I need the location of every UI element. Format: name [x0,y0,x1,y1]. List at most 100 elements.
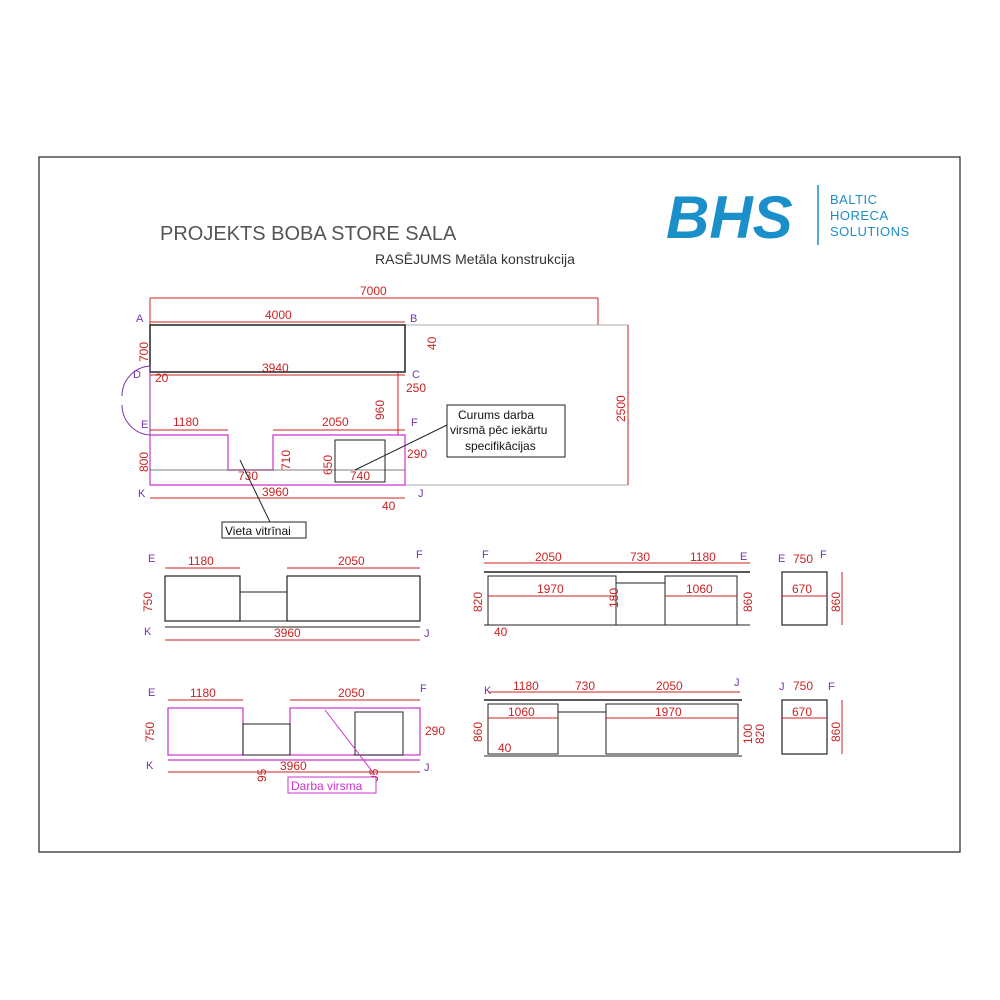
el5-dim-seg2: 730 [575,679,595,693]
el5-frame-left [487,703,559,755]
point-k: K [138,488,146,500]
note-cutout-leader [354,424,448,471]
dim-cut-depth: 290 [407,447,427,461]
el5-dim-inner1: 1060 [508,705,535,719]
el5-dim-seg3: 2050 [656,679,683,693]
dim-left-seg: 1180 [173,415,199,429]
dim-rail: 40 [425,336,439,350]
point-c: C [412,369,420,381]
el6-point-tr: F [828,681,835,693]
el5-dim-foot: 40 [498,741,512,755]
logo-line-2: HORECA [830,208,889,223]
el5-point-tl: K [484,685,492,697]
dim-lower-left: 800 [137,452,151,472]
page-title: PROJEKTS BOBA STORE SALA [160,223,457,245]
elevation-3: E 750 F 670 860 [778,549,843,626]
elevation-2: F E 2050 730 1180 1970 1060 180 820 860 … [471,549,755,639]
el1-dim-right: 2050 [338,554,365,568]
el4-dim-cut-depth: 290 [425,724,445,738]
door-swing-top [121,365,151,397]
point-f-plan: F [411,417,418,429]
el2-dim-foot: 40 [494,625,508,639]
dim-bottom: 3960 [262,485,289,499]
dim-door-gap: 20 [155,371,169,385]
point-e: E [141,419,148,431]
el1-mid [239,591,288,622]
el2-point-tl: F [482,549,489,561]
el1-point-tr: F [416,549,423,561]
el4-point-br: J [424,762,430,774]
el2-dim-inner1: 1970 [537,582,564,596]
el4-mid [242,723,291,756]
dim-bottom-rail: 40 [382,499,396,513]
el1-point-br: J [424,628,430,640]
el6-body [781,699,828,755]
dim-depth-right: 2500 [614,395,628,422]
plan-lower-counter [149,434,406,486]
elevation-4: E F 1180 2050 290 750 K 3960 J 95 95 Dar… [143,683,445,794]
plan-cutout [334,439,386,483]
el4-point-bl: K [146,760,154,772]
el2-point-tr: E [740,551,747,563]
el5-dim-inner2: 1970 [655,705,682,719]
el4-note-box [287,776,377,794]
sheet-border [38,156,961,853]
point-b: B [410,313,417,325]
el2-dim-height-r: 860 [741,592,755,612]
el1-dim-height: 750 [141,592,155,612]
el4-dim-left: 1180 [190,686,216,700]
el1-dim-bottom: 3960 [274,626,301,640]
elevation-5: K J 1180 730 2050 1060 1970 860 100 820 … [471,677,767,757]
el4-cutout [354,711,404,756]
el4-dim-height: 750 [143,722,157,742]
note-showcase: Vieta vitrīnai [225,524,291,538]
dim-height-c: 960 [373,400,387,420]
el2-dim-seg1: 2050 [535,550,562,564]
el3-point-tr: F [820,549,827,561]
el4-point-tr: F [420,683,427,695]
dim-inner: 3940 [262,361,289,375]
el4-dim-small1: 95 [255,768,269,782]
point-j: J [418,488,424,500]
dim-depth-left: 700 [137,342,151,362]
el5-dim-seg1: 1180 [513,679,539,693]
note-cutout-line-1: Curums darba [458,408,534,422]
note-showcase-box [221,521,307,539]
el3-point-tl: E [778,553,785,565]
note-cutout-line-2: virsmā pēc iekārtu [450,423,547,437]
el4-body-left [167,707,244,756]
note-showcase-leader [239,459,271,523]
el2-dim-seg3: 1180 [690,550,716,564]
el6-dim-inner: 670 [792,705,812,719]
bhs-logo: BHS BALTIC HORECA SOLUTIONS [666,184,910,251]
note-cutout-box [446,404,566,458]
el3-dim-height: 860 [829,592,843,612]
dim-right-seg: 2050 [322,415,349,429]
el1-body-left [164,575,241,622]
dim-cut-w: 740 [350,469,370,483]
el4-note-worktop: Darba virsma [291,779,363,793]
dim-gap-right: 250 [406,381,426,395]
el2-dim-seg2: 730 [630,550,650,564]
door-swing-bottom [121,404,151,436]
logo-mark: BHS [666,184,793,251]
note-cutout-line-3: specifikācijas [465,439,536,453]
plan-view: 7000 4000 A B 700 40 3940 D 20 C 250 960… [121,284,629,539]
elevation-6: J 750 F 670 860 [779,679,843,755]
el4-diag [324,709,376,776]
el1-point-tl: E [148,553,155,565]
el3-body [781,571,828,626]
el6-dim-height: 860 [829,722,843,742]
page-subtitle: RASĒJUMS Metāla konstrukcija [375,251,575,267]
el4-dim-bottom: 3960 [280,759,307,773]
el5-point-tr: J [734,677,740,689]
el2-dim-height-l: 820 [471,592,485,612]
el5-dim-height-l: 860 [471,722,485,742]
point-d: D [133,369,141,381]
el2-dim-inner2: 1060 [686,582,713,596]
logo-line-3: SOLUTIONS [830,224,910,239]
logo-line-1: BALTIC [830,192,878,207]
dim-cut-h: 650 [321,455,335,475]
el6-point-tl: J [779,681,785,693]
